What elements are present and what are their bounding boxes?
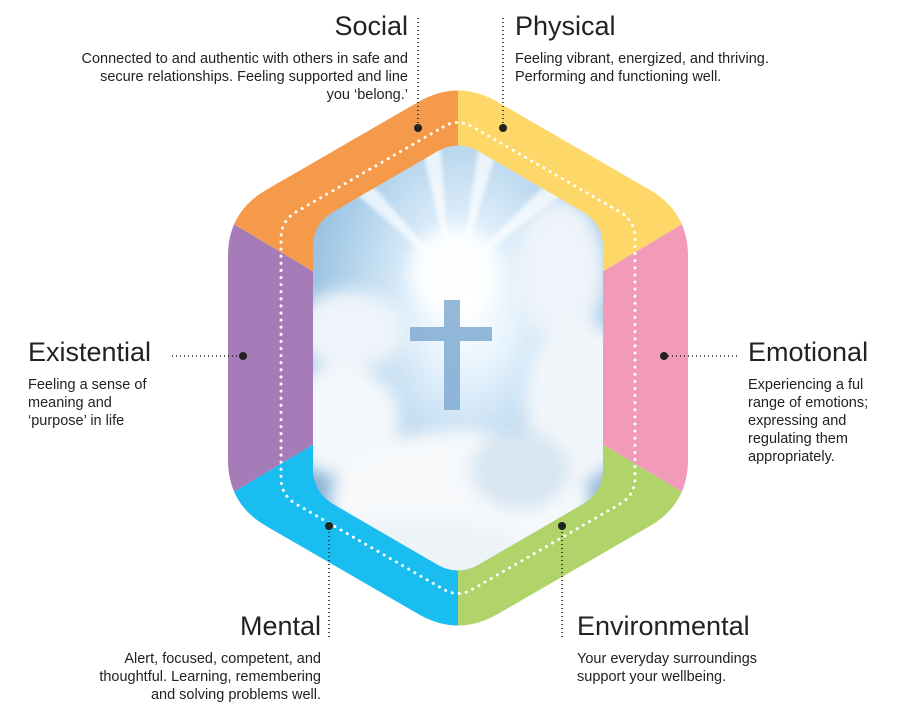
environmental-description: Your everyday surroundings support your … [577,650,758,685]
leader-lines [172,18,740,640]
social-description: Connected to and authentic with others i… [81,50,408,103]
label-environmental: Environmental Your everyday surroundings… [577,611,792,686]
label-emotional: Emotional Experiencing a ful range of em… [748,337,898,466]
dot-social [414,124,422,132]
dot-emotional [660,352,668,360]
dot-mental [325,522,333,530]
dot-existential [239,352,247,360]
label-social: Social Connected to and authentic with o… [80,11,408,104]
leader-dots [239,124,668,530]
label-physical: Physical Feeling vibrant, energized, and… [515,11,825,86]
emotional-description: Experiencing a ful range of emotions; ex… [748,376,869,465]
dot-physical [499,124,507,132]
mental-description: Alert, focused, competent, and thoughtfu… [99,650,321,703]
label-existential: Existential Feeling a sense of meaning a… [28,337,173,430]
physical-description: Feeling vibrant, energized, and thriving… [515,50,769,85]
dot-environmental [558,522,566,530]
physical-title: Physical [515,11,616,41]
dotted-ring [279,121,637,595]
mental-title: Mental [239,611,321,641]
social-title: Social [334,11,408,41]
existential-title: Existential [28,337,152,367]
label-mental: Mental Alert, focused, competent, and th… [85,611,321,704]
environmental-title: Environmental [577,611,750,641]
existential-description: Feeling a sense of meaning and ‘purpose’… [28,376,147,429]
emotional-title: Emotional [748,337,869,367]
cross-icon [410,300,492,410]
